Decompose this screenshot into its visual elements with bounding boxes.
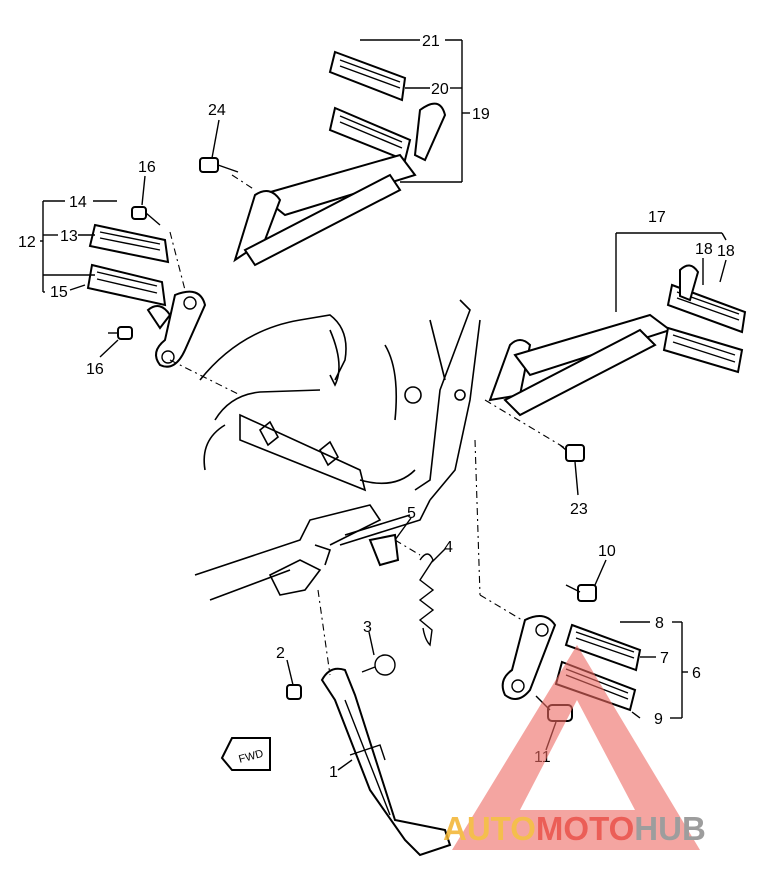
watermark-moto: MOTO xyxy=(536,810,634,847)
part-number-labels: 21 20 19 24 16 14 12 13 15 16 17 18 18 2… xyxy=(18,33,735,781)
part-num-14: 14 xyxy=(69,194,87,211)
part-num-21: 20 xyxy=(431,81,449,98)
part-num-8: 8 xyxy=(655,615,664,632)
part-num-10: 10 xyxy=(598,543,616,560)
part-num-23: 23 xyxy=(570,501,588,518)
part-num-18: 18 xyxy=(695,241,713,258)
part-num-16-bottom: 16 xyxy=(86,361,104,378)
part-num-3: 3 xyxy=(363,619,372,636)
part-num-9: 9 xyxy=(654,711,663,728)
part-num-2: 2 xyxy=(276,645,285,662)
part-num-12: 12 xyxy=(18,234,36,251)
part-num-24: 24 xyxy=(208,102,226,119)
right-rear-footrest xyxy=(488,264,747,462)
part-num-4: 4 xyxy=(444,539,453,556)
side-stand xyxy=(286,533,452,857)
part-num-22: 21 xyxy=(422,33,440,50)
automotohub-watermark: AUTOMOTOHUB xyxy=(443,645,706,850)
assembly-lines xyxy=(169,174,566,676)
leader-lines xyxy=(40,39,727,771)
part-num-15: 15 xyxy=(50,284,68,301)
left-rear-footrest xyxy=(86,206,207,368)
fwd-arrow: FWD xyxy=(220,737,271,771)
watermark-triangle-icon xyxy=(452,645,700,850)
top-footrest-bracket xyxy=(199,50,447,267)
part-num-7: 7 xyxy=(660,650,669,667)
part-num-19: 18 xyxy=(717,243,735,260)
part-num-13: 13 xyxy=(60,228,78,245)
part-num-17: 17 xyxy=(648,209,666,226)
watermark-hub: HUB xyxy=(634,810,706,847)
part-num-20: 19 xyxy=(472,106,490,123)
motorcycle-frame xyxy=(194,299,481,601)
svg-text:AUTOMOTOHUB: AUTOMOTOHUB xyxy=(443,810,706,847)
part-num-5: 5 xyxy=(407,505,416,522)
part-num-16-top: 16 xyxy=(138,159,156,176)
part-num-1: 1 xyxy=(329,764,338,781)
watermark-auto: AUTO xyxy=(443,810,536,847)
part-num-6: 6 xyxy=(692,665,701,682)
